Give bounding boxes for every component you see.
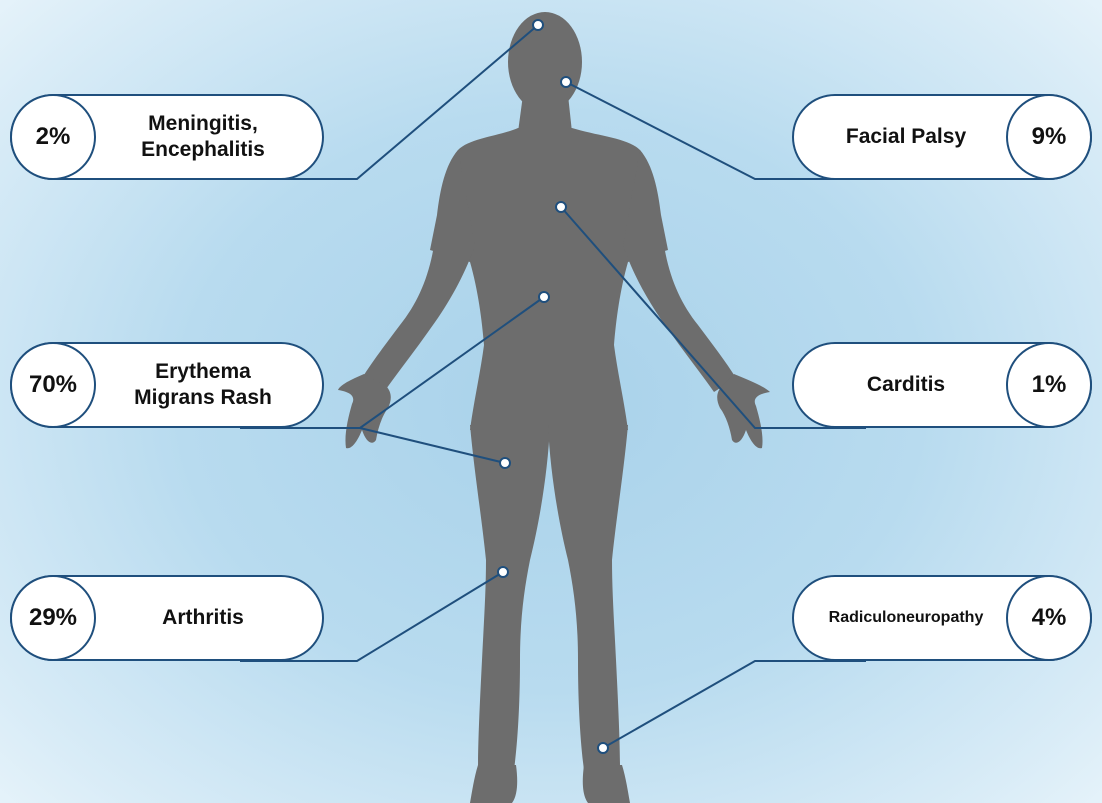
label-facial-palsy: Facial Palsy xyxy=(808,96,1004,178)
marker-head xyxy=(533,20,543,30)
percent-erythema-migrans: 70% xyxy=(10,342,96,428)
percent-meningitis: 2% xyxy=(10,94,96,180)
label-arthritis: Arthritis xyxy=(98,577,308,659)
callout-carditis: 1% Carditis xyxy=(792,342,1092,428)
marker-heart xyxy=(556,202,566,212)
leader-line-radiculoneuropathy xyxy=(603,661,866,748)
label-radiculoneuropathy: Radiculoneuropathy xyxy=(808,577,1004,659)
percent-carditis: 1% xyxy=(1006,342,1092,428)
callout-facial-palsy: 9% Facial Palsy xyxy=(792,94,1092,180)
label-meningitis: Meningitis, Encephalitis xyxy=(98,96,308,178)
percent-arthritis: 29% xyxy=(10,575,96,661)
marker-thigh xyxy=(500,458,510,468)
marker-face xyxy=(561,77,571,87)
label-erythema-migrans: Erythema Migrans Rash xyxy=(98,344,308,426)
leader-line-erythema-lower xyxy=(360,428,505,463)
callout-erythema-migrans: 70% Erythema Migrans Rash xyxy=(10,342,324,428)
percent-facial-palsy: 9% xyxy=(1006,94,1092,180)
label-carditis: Carditis xyxy=(808,344,1004,426)
callout-radiculoneuropathy: 4% Radiculoneuropathy xyxy=(792,575,1092,661)
percent-radiculoneuropathy: 4% xyxy=(1006,575,1092,661)
callout-meningitis: 2% Meningitis, Encephalitis xyxy=(10,94,324,180)
marker-ankle xyxy=(598,743,608,753)
callout-arthritis: 29% Arthritis xyxy=(10,575,324,661)
marker-knee xyxy=(498,567,508,577)
marker-abdomen xyxy=(539,292,549,302)
